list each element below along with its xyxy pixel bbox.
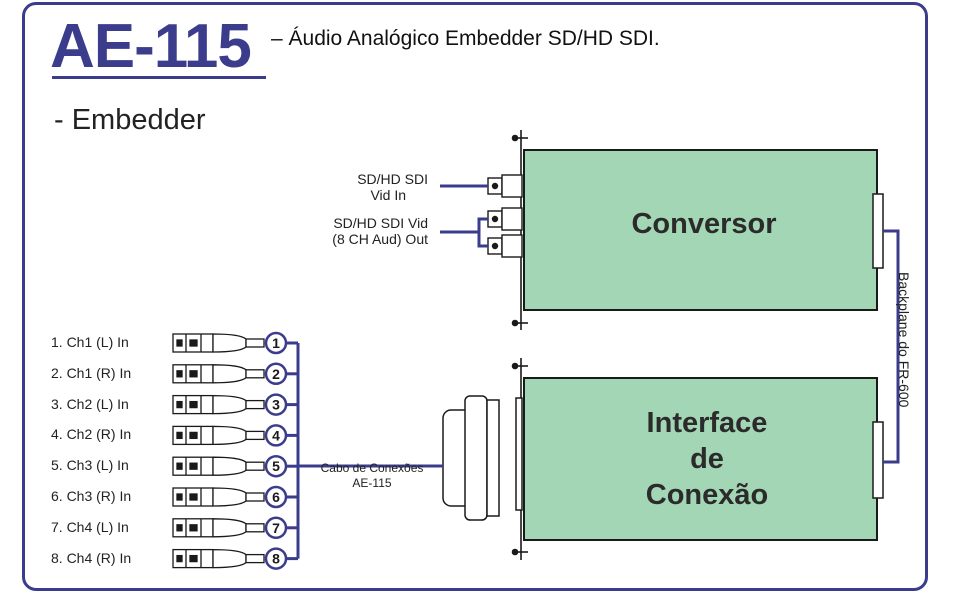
vid-in-label: SD/HD SDI Vid In — [300, 171, 428, 203]
channel-number-2: 2 — [272, 366, 280, 382]
xlr-connector-3 — [172, 394, 265, 415]
bnc-connector-vid-out-2 — [487, 234, 523, 258]
backplane-connector-bottom — [872, 421, 884, 499]
interface-label: Interface de Conexão — [524, 405, 890, 513]
xlr-connector-7 — [172, 518, 265, 538]
xlr-connector-5 — [172, 456, 265, 476]
backplane-link — [883, 229, 900, 464]
section-heading: - Embedder — [54, 104, 206, 136]
interface-module — [523, 377, 878, 541]
audio-input-label-7: 7. Ch4 (L) In — [51, 518, 129, 535]
audio-input-label-4: 4. Ch2 (R) In — [51, 426, 132, 443]
channel-number-3: 3 — [272, 397, 280, 413]
channel-number-6: 6 — [272, 489, 280, 505]
channel-number-5: 5 — [272, 458, 280, 474]
interface-label-line2: de — [690, 443, 724, 475]
cable-label-line1: Cabo de Conexões — [320, 461, 424, 475]
cable-label: Cabo de Conexões AE-115 — [312, 461, 432, 491]
audio-input-label-8: 8. Ch4 (R) In — [51, 549, 132, 566]
xlr-connector-2 — [172, 364, 265, 384]
outer-frame — [22, 2, 928, 591]
d-sub-cable-connector — [442, 395, 523, 521]
audio-input-group: 1 2 3 4 5 6 7 8 — [172, 331, 300, 570]
vid-out-label: SD/HD SDI Vid (8 CH Aud) Out — [300, 215, 428, 247]
bnc-connector-vid-in — [487, 174, 523, 198]
xlr-connector-4 — [172, 425, 265, 446]
audio-input-label-1: 1. Ch1 (L) In — [51, 334, 129, 350]
audio-input-label-3: 3. Ch2 (L) In — [51, 395, 129, 412]
xlr-connector-8 — [172, 548, 265, 569]
vid-out-label-line2: (8 CH Aud) Out — [332, 231, 428, 247]
model-title: AE-115 — [50, 12, 252, 81]
cable-label-line2: AE-115 — [352, 476, 392, 490]
channel-number-1: 1 — [272, 335, 280, 351]
audio-input-label-5: 5. Ch3 (L) In — [51, 457, 129, 474]
vid-in-label-line2: Vid In — [370, 187, 406, 203]
interface-label-line3: Conexão — [645, 479, 769, 511]
channel-number-4: 4 — [272, 427, 280, 443]
vid-in-label-line1: SD/HD SDI — [357, 171, 428, 187]
channel-number-8: 8 — [272, 551, 280, 567]
audio-input-label-6: 6. Ch3 (R) In — [51, 488, 132, 504]
backplane-label: Backplane do FR-600 — [896, 272, 912, 408]
audio-input-label-2: 2. Ch1 (R) In — [51, 364, 132, 381]
converter-module — [523, 149, 878, 311]
product-subtitle: – Áudio Analógico Embedder SD/HD SDI. — [271, 27, 660, 50]
converter-label: Conversor — [631, 208, 777, 240]
model-title-underline — [52, 76, 266, 79]
vid-out-label-line1: SD/HD SDI Vid — [333, 215, 428, 231]
vid-out-bracket — [440, 217, 488, 248]
channel-number-7: 7 — [272, 520, 280, 536]
xlr-connector-6 — [172, 487, 265, 507]
bnc-connector-vid-out-1 — [487, 207, 523, 231]
xlr-connector-1 — [172, 333, 265, 353]
interface-label-line1: Interface — [646, 407, 768, 439]
